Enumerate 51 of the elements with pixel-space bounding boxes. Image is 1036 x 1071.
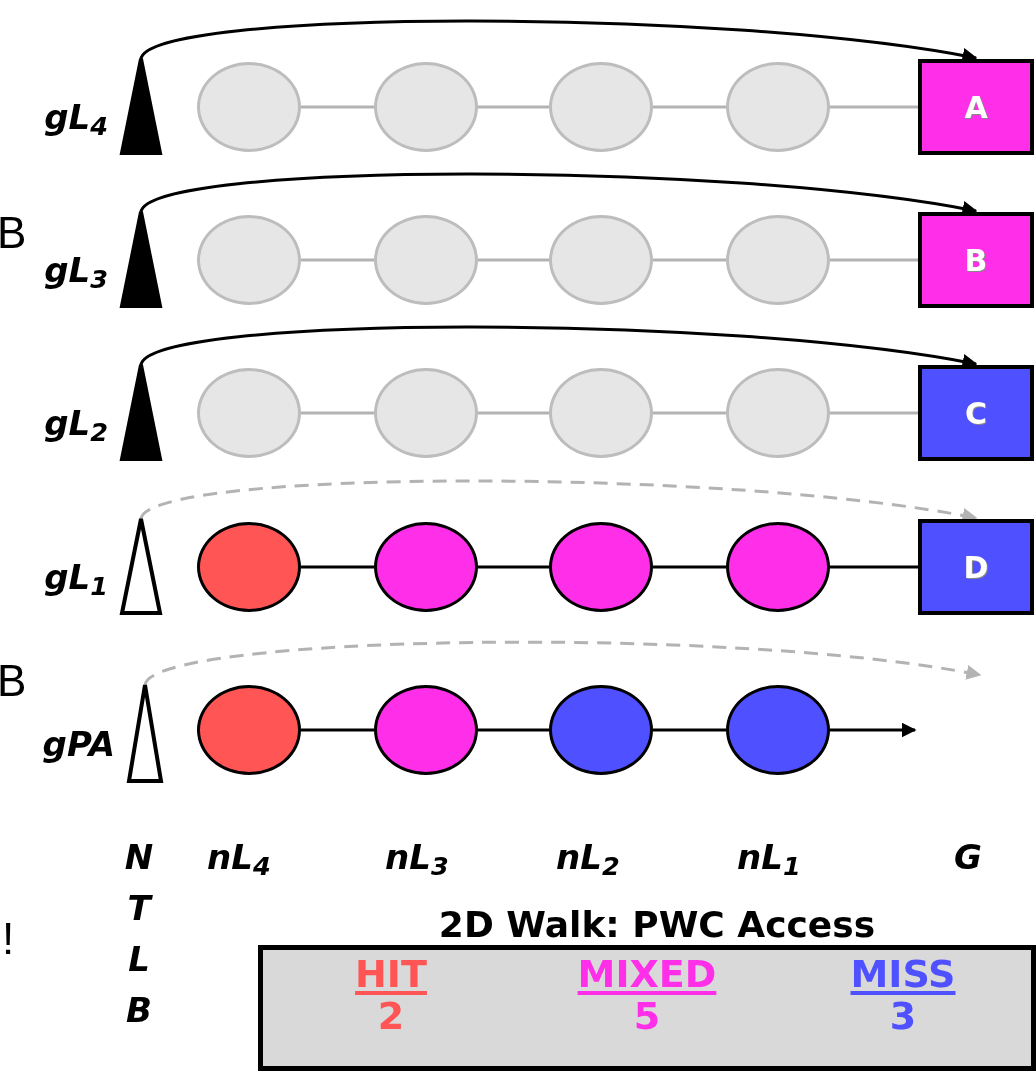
connector-line — [653, 258, 726, 262]
row-label: gL$_{2}$ — [44, 402, 108, 449]
filled-triangle — [120, 363, 162, 461]
filled-triangle — [120, 57, 162, 155]
connector-line — [653, 565, 726, 569]
connector-line — [301, 258, 374, 262]
axis-label: nL$_{2}$ — [556, 836, 620, 883]
axis-label: NTLB — [123, 836, 155, 1032]
row-label: gL$_{3}$ — [44, 249, 108, 296]
row-label: gL$_{1}$ — [44, 556, 108, 603]
connector-line — [478, 728, 549, 732]
axis-label: nL$_{4}$ — [207, 836, 271, 883]
letter-box: A — [918, 59, 1034, 155]
panel-heading: 2D Walk: PWC Access — [437, 903, 877, 947]
connector-line — [830, 105, 918, 109]
count-value: 5 — [633, 995, 661, 1038]
connector-line — [653, 728, 726, 732]
connector-line — [301, 565, 374, 569]
axis-label: B — [0, 655, 27, 707]
outline-triangle — [127, 683, 163, 783]
arrow — [830, 722, 917, 738]
category-label: MIXED — [577, 954, 717, 996]
category-label: MISS — [850, 954, 956, 996]
connector-line — [830, 258, 918, 262]
axis-label: B — [0, 207, 27, 259]
connector-line — [301, 728, 374, 732]
connector-line — [478, 105, 549, 109]
row-label: gPA — [42, 723, 115, 766]
connector-line — [301, 105, 374, 109]
connector-line — [478, 258, 549, 262]
axis-label: ! — [2, 913, 15, 965]
connector-line — [653, 411, 726, 415]
filled-triangle — [120, 210, 162, 308]
letter-box: C — [918, 365, 1034, 461]
axis-label: nL$_{1}$ — [737, 836, 801, 883]
connector-line — [653, 105, 726, 109]
axis-label: G — [954, 836, 982, 879]
connector-line — [478, 565, 549, 569]
category-label: HIT — [355, 954, 427, 996]
connector-line — [301, 411, 374, 415]
connector-line — [830, 411, 918, 415]
count-value: 3 — [889, 995, 917, 1038]
letter-box: B — [918, 212, 1034, 308]
outline-triangle — [120, 517, 162, 615]
row-label: gL$_{4}$ — [44, 96, 108, 143]
connector-line — [830, 565, 918, 569]
connector-line — [478, 411, 549, 415]
axis-label: nL$_{3}$ — [385, 836, 449, 883]
count-value: 2 — [377, 995, 405, 1038]
dashed-arrow — [144, 640, 982, 687]
letter-box: D — [918, 519, 1034, 615]
